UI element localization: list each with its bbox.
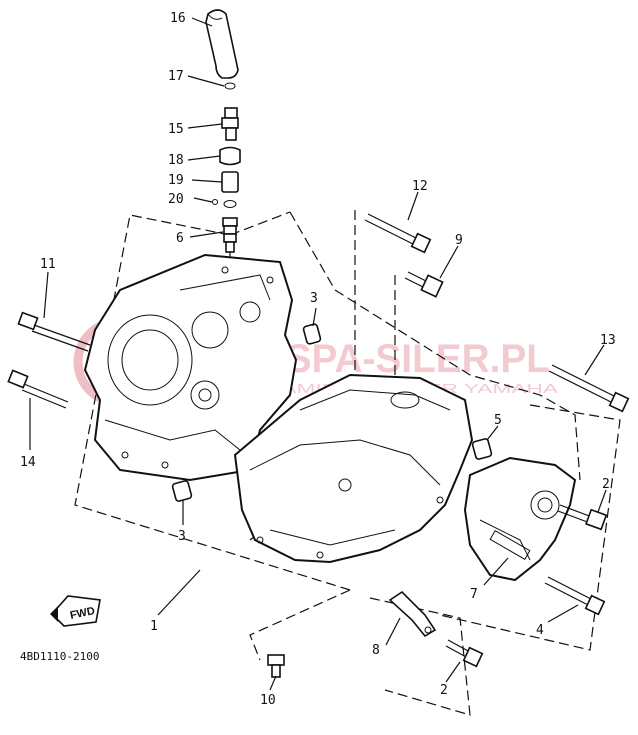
label-part-3-upper: 3 xyxy=(310,291,318,306)
crankcase-cover xyxy=(463,456,577,582)
label-part-9: 9 xyxy=(455,233,463,248)
label-part-18: 18 xyxy=(168,153,184,168)
breather-assembly xyxy=(205,9,241,290)
fwd-arrow-badge: FWD xyxy=(50,595,101,627)
label-part-5: 5 xyxy=(494,413,502,428)
label-part-2-lower: 2 xyxy=(440,683,448,698)
bracket-part xyxy=(388,590,437,638)
label-part-1: 1 xyxy=(150,619,158,634)
label-part-7: 7 xyxy=(470,587,478,602)
label-part-13: 13 xyxy=(600,333,616,348)
hose-clip xyxy=(224,82,236,90)
o-ring xyxy=(223,200,237,208)
label-part-14: 14 xyxy=(20,455,36,470)
leader-lines xyxy=(29,17,607,691)
breather-nipple xyxy=(221,107,239,141)
label-part-8: 8 xyxy=(372,643,380,658)
label-part-11: 11 xyxy=(40,257,56,272)
left-crankcase xyxy=(83,253,298,482)
label-part-17: 17 xyxy=(168,69,184,84)
bolts xyxy=(7,213,630,678)
clamp-ring xyxy=(219,146,241,166)
label-part-6: 6 xyxy=(176,231,184,246)
label-part-3-lower: 3 xyxy=(178,529,186,544)
label-part-4: 4 xyxy=(536,623,544,638)
fwd-text: FWD xyxy=(69,605,96,622)
right-crankcase xyxy=(233,373,474,564)
small-ball xyxy=(212,199,218,205)
label-part-20: 20 xyxy=(168,192,184,207)
breather-union xyxy=(222,217,238,253)
diagram-code: 4BD1110-2100 xyxy=(20,650,99,663)
label-part-15: 15 xyxy=(168,122,184,137)
part-labels: 16 17 15 18 19 20 6 11 14 3 3 1 12 9 13 … xyxy=(20,11,616,708)
dowel-pins xyxy=(171,323,493,502)
label-part-2-upper: 2 xyxy=(602,477,610,492)
label-part-10: 10 xyxy=(260,693,276,708)
collar xyxy=(221,171,239,193)
label-part-16: 16 xyxy=(170,11,186,26)
breather-hose xyxy=(205,9,239,79)
label-part-19: 19 xyxy=(168,173,184,188)
label-part-12: 12 xyxy=(412,179,428,194)
